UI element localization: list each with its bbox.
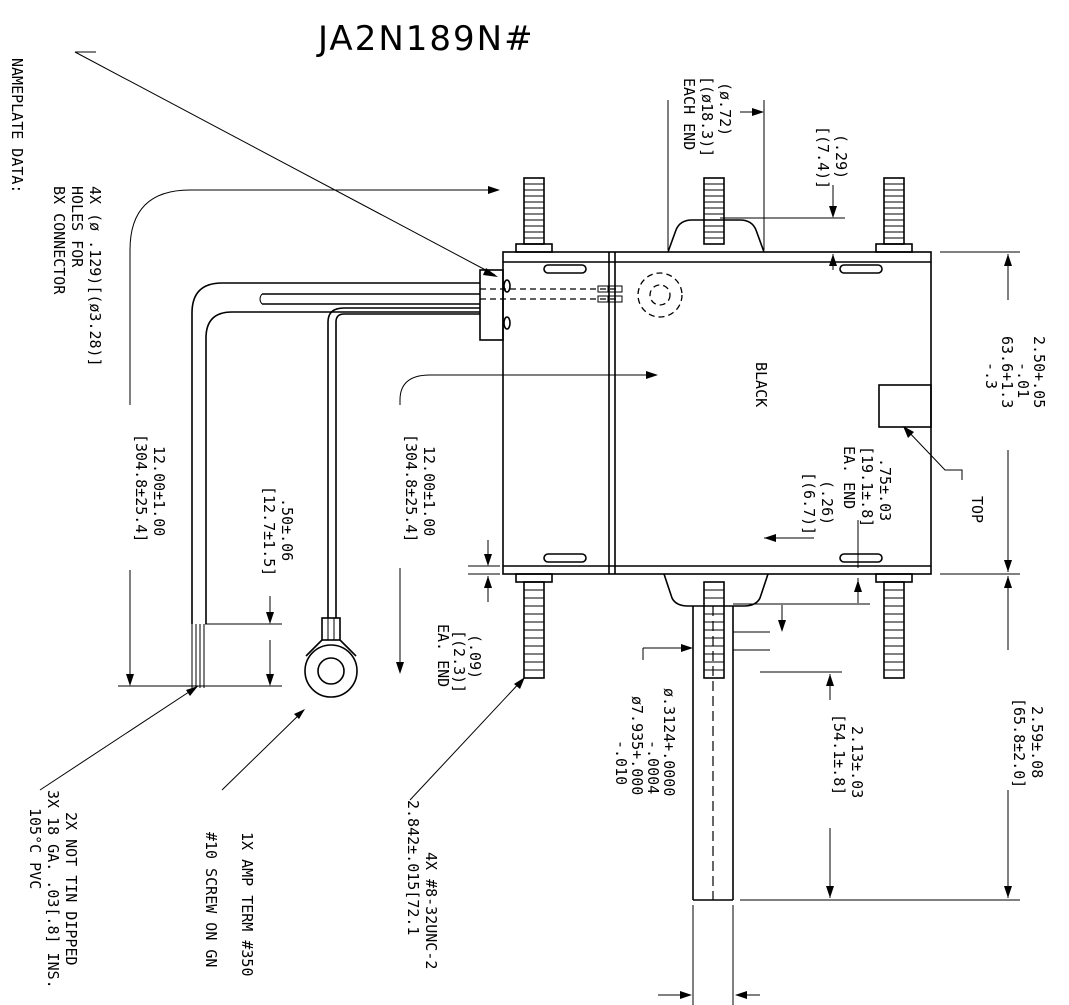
stud-note-2: 2.842±.015[72.1 <box>404 800 422 935</box>
dimension-lines <box>39 51 1020 1005</box>
width-dim-1b: -.01 <box>1014 362 1032 398</box>
holes-note-1: 4X (ø .129)[(ø3.28)] <box>86 186 104 367</box>
ea-end-dim-1: .75±.03 <box>876 458 894 521</box>
overall-dim-1: 2.59±.08 <box>1028 706 1046 778</box>
tab-dia-2: [(ø18.3)] <box>698 76 716 157</box>
gap-dim-2: [(2.3)] <box>450 630 468 693</box>
bottom-studs <box>515 573 913 679</box>
shaft-dia-1: ø.3124+.0000 <box>660 688 678 796</box>
lead2-dim-1: 12.00±1.00 <box>420 446 438 536</box>
lead1-dim-2: [304.8±25.4] <box>132 434 150 542</box>
holes-note-3: BX CONNECTOR <box>50 186 68 295</box>
lead1-dim-1: 12.00±1.00 <box>150 446 168 536</box>
wire-note-3: 105°C PVC <box>26 808 44 889</box>
lug-dim-2: [(7.4)] <box>814 126 832 189</box>
wire-note-2: 3X 18 GA. .03[.8] INS. <box>44 790 62 989</box>
nameplate-note: NAMEPLATE DATA: <box>8 58 26 193</box>
strip-dim-1: .50±.06 <box>278 498 296 561</box>
tab-dia-1: (ø.72) <box>716 82 734 136</box>
motor-shaft <box>692 606 734 901</box>
overall-dim-2: [65.8±2.0] <box>1010 698 1028 788</box>
color-label: BLACK <box>752 362 770 407</box>
gap-dim-1: (.09) <box>466 634 484 679</box>
motor-body <box>479 251 932 575</box>
gap-dim-3: EA. END <box>434 624 452 687</box>
stud-note-1: 4X #8-32UNC-2 <box>422 852 440 969</box>
ext-dim-1: 2.13±.03 <box>848 726 866 798</box>
annotations: NAMEPLATE DATA: 4X (ø .129)[(ø3.28)] HOL… <box>8 58 1048 989</box>
ea-end-dim-3: EA. END <box>840 446 858 509</box>
lead2-dim-2: [304.8±25.4] <box>402 434 420 542</box>
width-dim-1: 2.50+.05 <box>1030 336 1048 408</box>
tab-dia-3: EACH END <box>680 78 698 150</box>
strip-dim-2: [12.7±1.5] <box>260 486 278 576</box>
lug-dim-1: (.29) <box>832 134 850 179</box>
holes-note-2: HOLES FOR <box>68 186 86 268</box>
ext-dim-2: [54.1±.8] <box>830 714 848 795</box>
shaft-dia-2b: -.010 <box>612 740 630 785</box>
term-note-2: #10 SCREW ON GN <box>202 832 220 967</box>
term-note-1: 1X AMP TERM #350 <box>238 832 256 977</box>
ea-end-dim-2: [19.1±.8] <box>858 446 876 527</box>
top-label: TOP <box>968 496 986 523</box>
wire-note-1: 2X NOT TIN DIPPED <box>62 812 80 966</box>
ea2-dim-2: [(6.7)] <box>800 472 818 535</box>
width-dim-2: 63.6+1.3 <box>998 336 1016 408</box>
shaft-dia-1b: -.0004 <box>644 740 662 794</box>
part-number-title: JA2N189N# <box>316 19 535 59</box>
width-dim-2b: -.3 <box>982 362 1000 389</box>
top-studs <box>515 177 913 253</box>
shaft-dia-2: ø7.935+.000 <box>628 696 646 795</box>
lead-wires <box>191 282 480 698</box>
ea2-dim-1: (.26) <box>818 480 836 525</box>
